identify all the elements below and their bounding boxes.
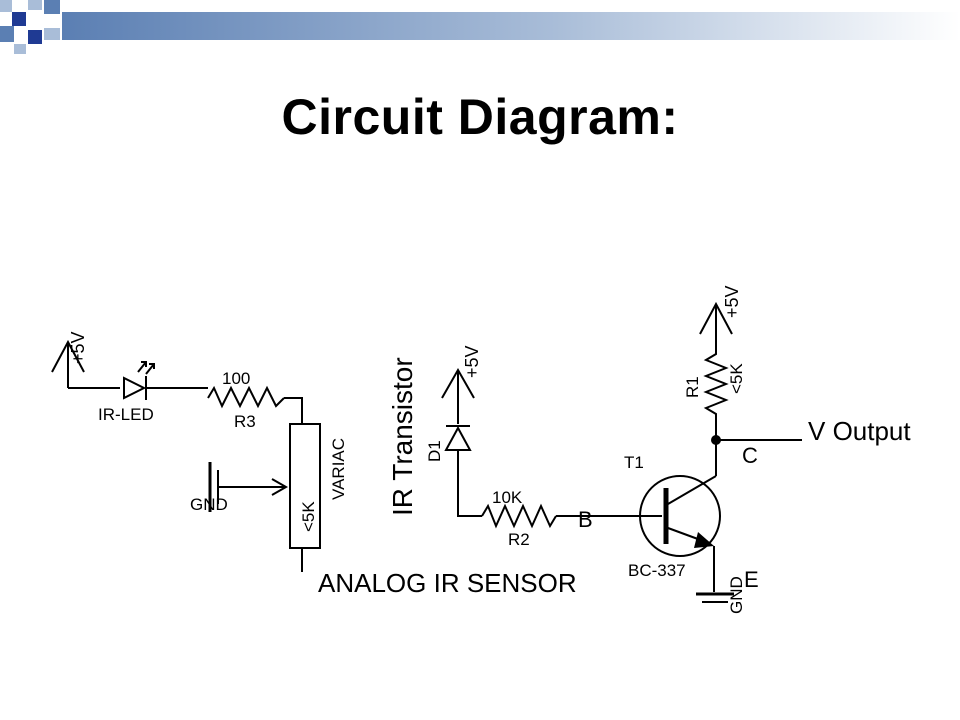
transistor-model-label: BC-337 bbox=[628, 561, 686, 580]
r3-value-label: 100 bbox=[222, 369, 250, 388]
top-supply-label: +5V bbox=[722, 285, 742, 318]
r2-value-label: 10K bbox=[492, 488, 523, 507]
deco-square bbox=[14, 44, 26, 54]
section-label: IR Transistor bbox=[387, 357, 418, 516]
transistor-t1 bbox=[639, 475, 721, 557]
ir-led-label: IR-LED bbox=[98, 405, 154, 424]
emitter-label: E bbox=[744, 567, 759, 592]
wire bbox=[284, 397, 303, 424]
gnd-right-symbol bbox=[696, 592, 734, 603]
wire bbox=[457, 450, 482, 517]
deco-square bbox=[0, 0, 12, 12]
r1-value-label: <5K bbox=[727, 363, 746, 394]
output-label: V Output bbox=[808, 416, 911, 446]
left-supply-symbol bbox=[51, 339, 85, 388]
header-gradient-band bbox=[62, 12, 960, 40]
base-label: B bbox=[578, 507, 593, 532]
r2-name-label: R2 bbox=[508, 530, 530, 549]
pot-value-label: <5K bbox=[299, 501, 318, 532]
potentiometer-variac bbox=[289, 423, 321, 549]
r3-name-label: R3 bbox=[234, 412, 256, 431]
deco-square bbox=[0, 26, 14, 42]
gnd-left-symbol bbox=[208, 462, 289, 512]
gnd-left-label: GND bbox=[190, 495, 228, 514]
collector-label: C bbox=[742, 443, 758, 468]
r1-name-label: R1 bbox=[683, 376, 702, 398]
d1-supply-label: +5V bbox=[462, 345, 482, 378]
left-supply-label: +5V bbox=[68, 331, 88, 364]
resistor-r1 bbox=[703, 340, 729, 420]
pot-name-label: VARIAC bbox=[329, 438, 348, 500]
deco-square bbox=[44, 0, 60, 14]
gnd-right-label: GND bbox=[727, 576, 746, 614]
header-decoration bbox=[0, 0, 960, 60]
circuit-caption: ANALOG IR SENSOR bbox=[318, 568, 577, 598]
resistor-r3 bbox=[207, 385, 285, 409]
deco-square bbox=[28, 0, 42, 10]
slide-title: Circuit Diagram: bbox=[281, 89, 679, 145]
deco-square bbox=[44, 28, 60, 40]
transistor-name-label: T1 bbox=[624, 453, 644, 472]
d1-name-label: D1 bbox=[425, 440, 444, 462]
resistor-r2 bbox=[481, 503, 557, 529]
ir-led-symbol bbox=[123, 361, 155, 400]
deco-square bbox=[12, 12, 26, 26]
top-supply-symbol bbox=[699, 301, 733, 340]
d1-supply-symbol bbox=[441, 367, 475, 424]
diode-d1 bbox=[444, 425, 472, 451]
deco-square bbox=[28, 30, 42, 44]
